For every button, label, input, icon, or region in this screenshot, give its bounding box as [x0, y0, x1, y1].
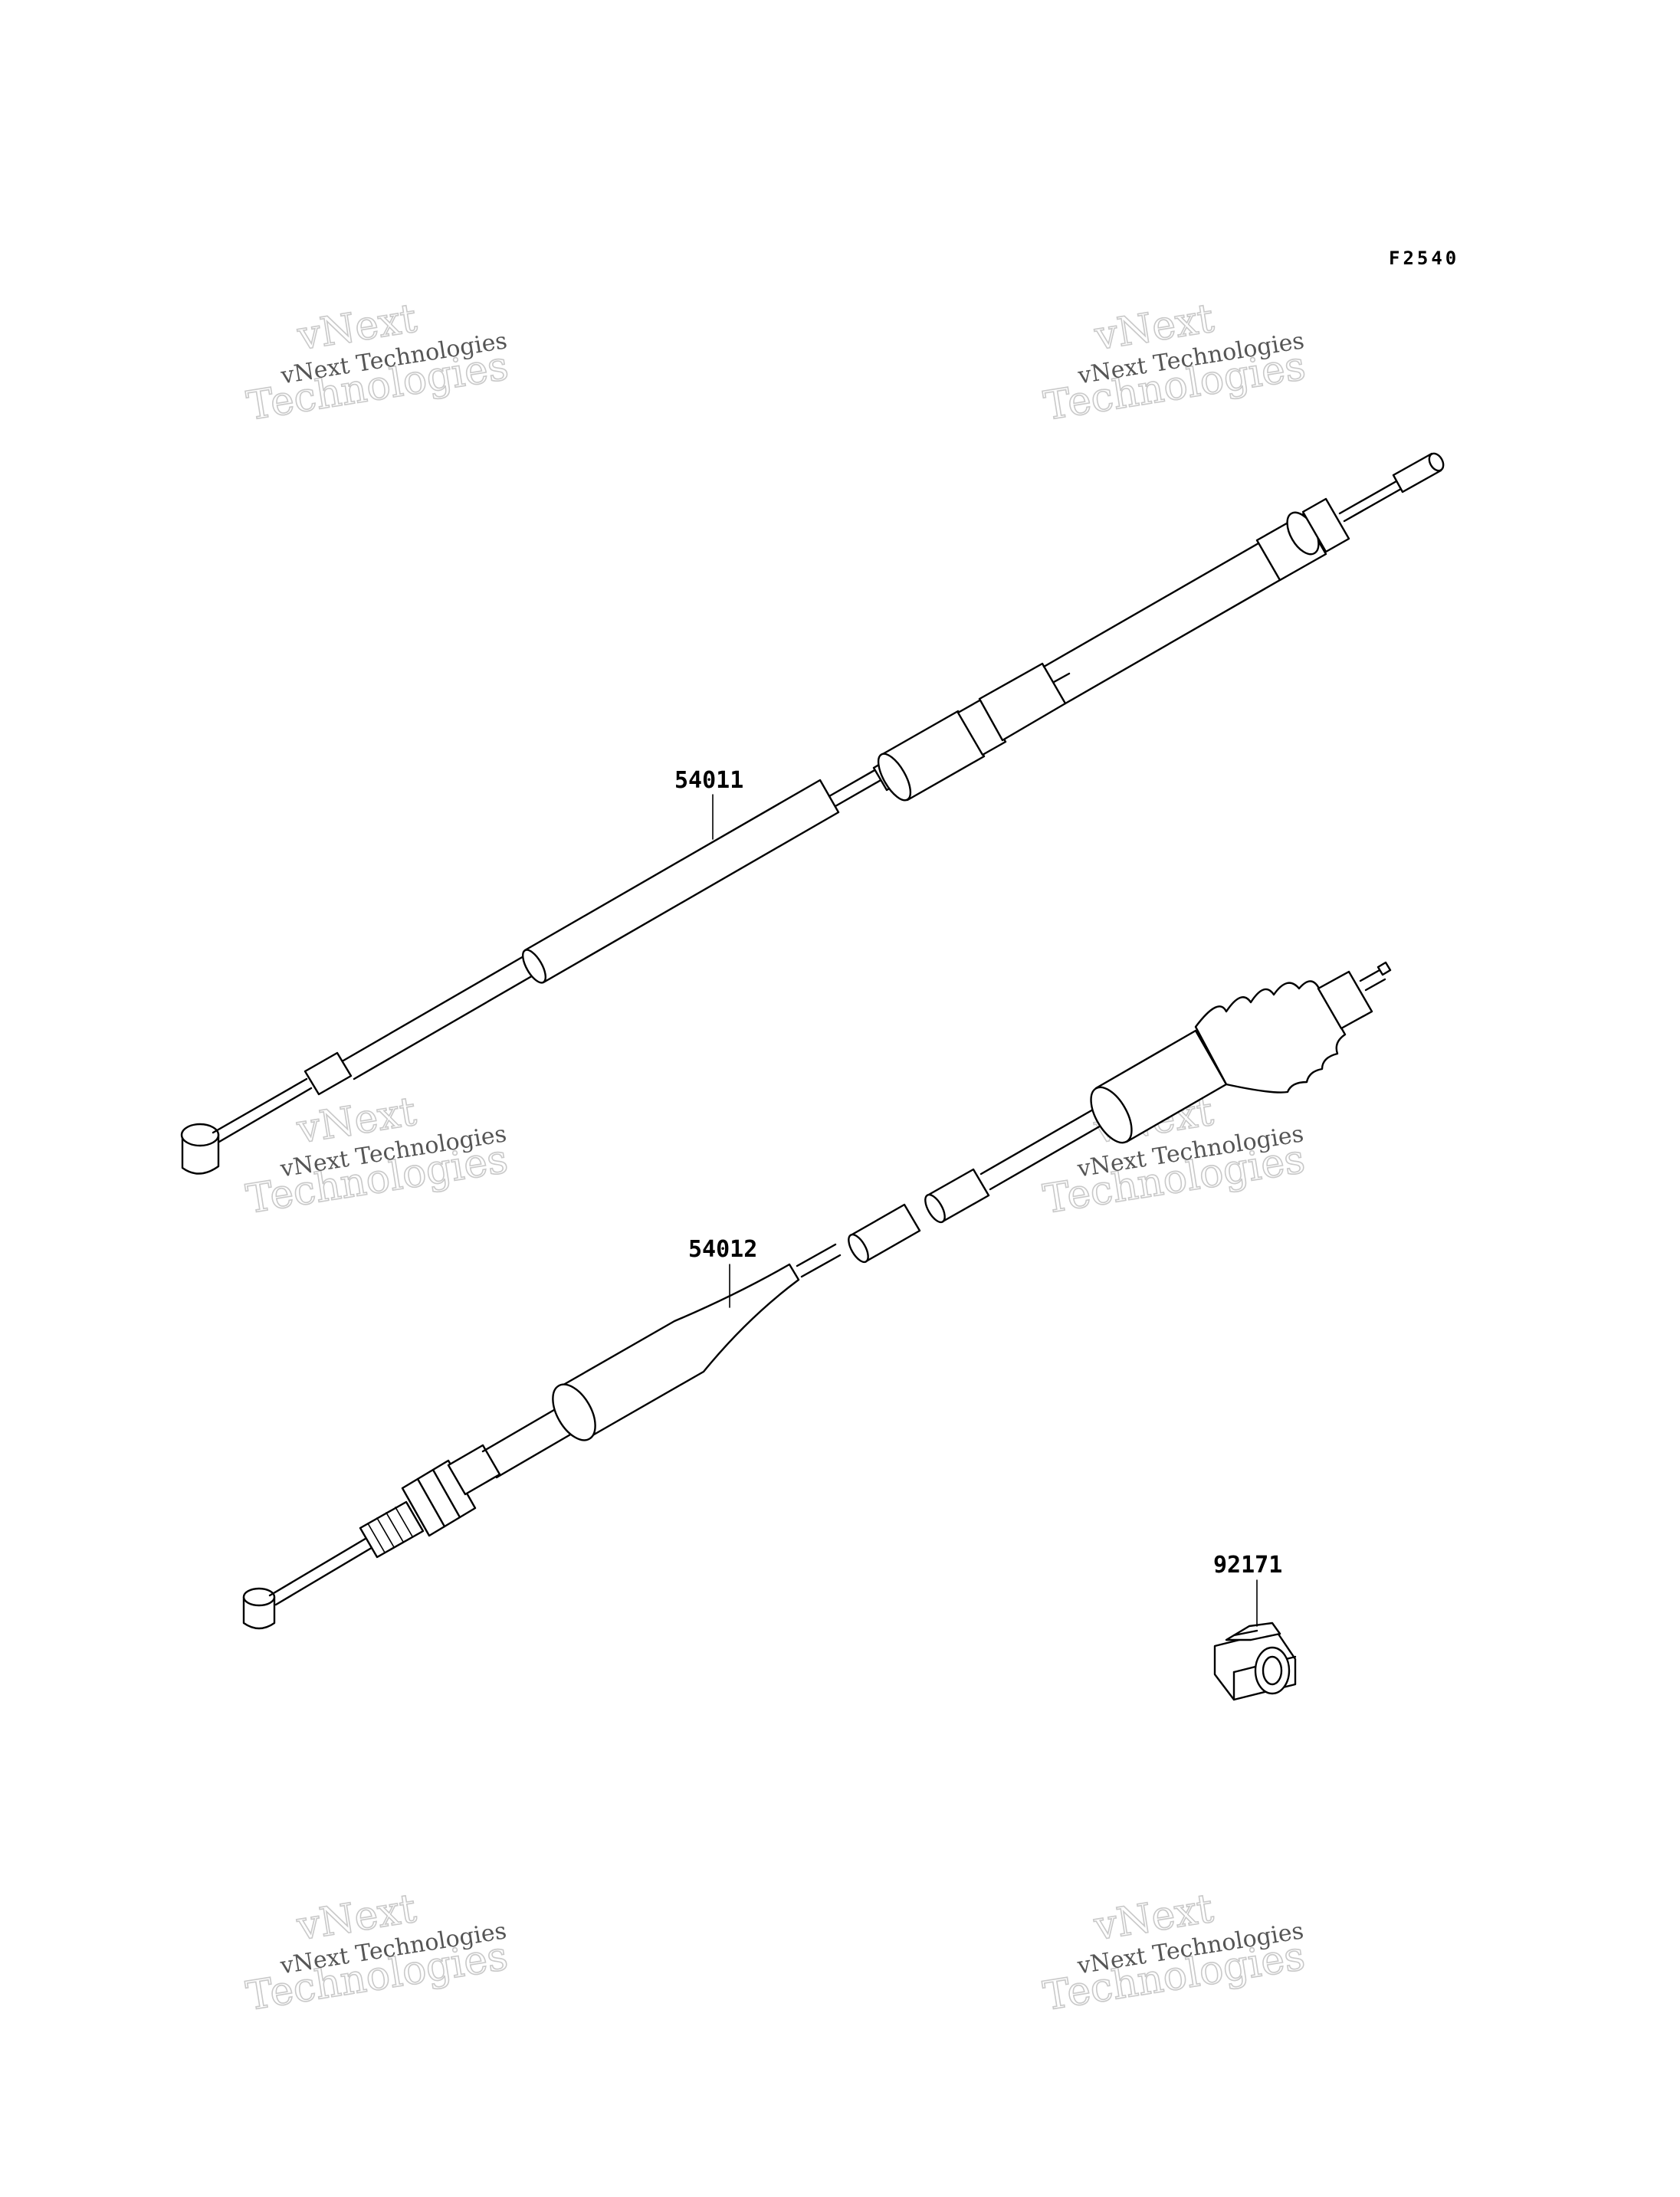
watermark-top-left: vNext Technologies vNext Technologies: [243, 295, 512, 431]
watermark-bottom-left: vNext Technologies vNext Technologies: [242, 1885, 511, 2021]
watermark-top-right: vNext Technologies vNext Technologies: [1040, 295, 1309, 431]
watermark-bottom-right: vNext Technologies vNext Technologies: [1039, 1885, 1308, 2021]
clamp-92171-drawing[interactable]: [1213, 1622, 1297, 1701]
label-54011[interactable]: 54011: [674, 767, 743, 794]
cable-54011-drawing[interactable]: [180, 451, 1446, 1175]
label-92171[interactable]: 92171: [1213, 1552, 1282, 1579]
figure-code: F2540: [1389, 248, 1459, 269]
cable-54012-drawing[interactable]: [242, 961, 1392, 1630]
label-54012[interactable]: 54012: [688, 1236, 757, 1263]
